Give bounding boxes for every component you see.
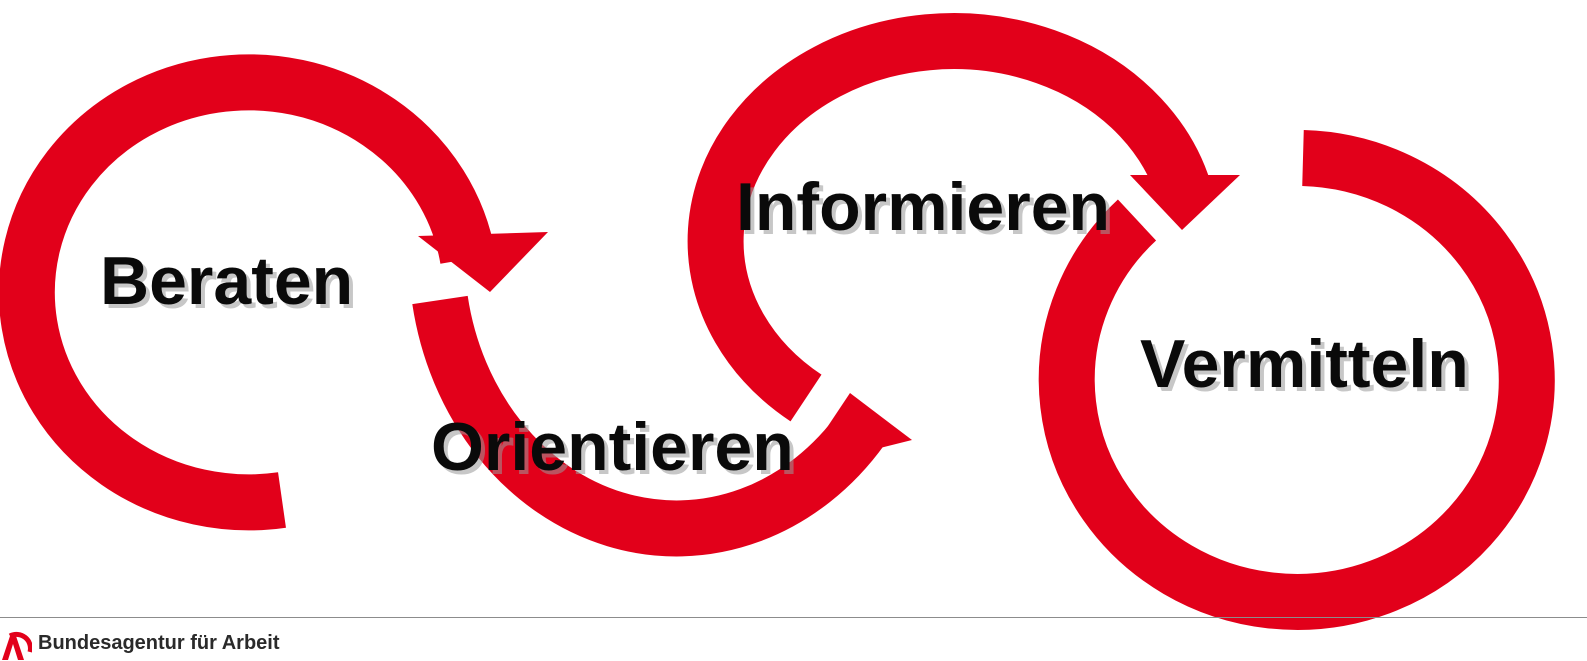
arrow-orientieren <box>412 295 912 557</box>
svg-text:Beraten: Beraten <box>104 247 357 323</box>
footer-organization: Bundesagentur für Arbeit <box>38 632 280 654</box>
arrow-beraten-arc <box>0 54 496 531</box>
svg-text:Vermitteln: Vermitteln <box>1144 330 1473 406</box>
step-label-beraten: Beraten <box>100 243 353 319</box>
step-label-informieren: Informieren <box>736 169 1110 245</box>
arrow-informieren-arc <box>687 13 1214 422</box>
arrow-informieren-head <box>1130 175 1240 230</box>
arrow-informieren <box>687 13 1240 422</box>
step-label-vermitteln: Vermitteln <box>1140 326 1469 402</box>
arrow-vermitteln-arc <box>1038 130 1555 630</box>
arrow-vermitteln <box>1038 130 1555 630</box>
ba-logo-icon <box>2 631 32 660</box>
svg-text:Informieren: Informieren <box>740 173 1114 249</box>
arrow-orientieren-head <box>800 393 912 468</box>
svg-text:Orientieren: Orientieren <box>435 413 798 489</box>
footer-divider <box>0 617 1587 618</box>
arrow-beraten <box>0 54 548 531</box>
arrow-beraten-head <box>418 232 548 292</box>
footer: Bundesagentur für Arbeit <box>0 626 280 661</box>
arrow-orientieren-arc <box>412 295 885 557</box>
step-label-orientieren: Orientieren <box>431 409 794 485</box>
